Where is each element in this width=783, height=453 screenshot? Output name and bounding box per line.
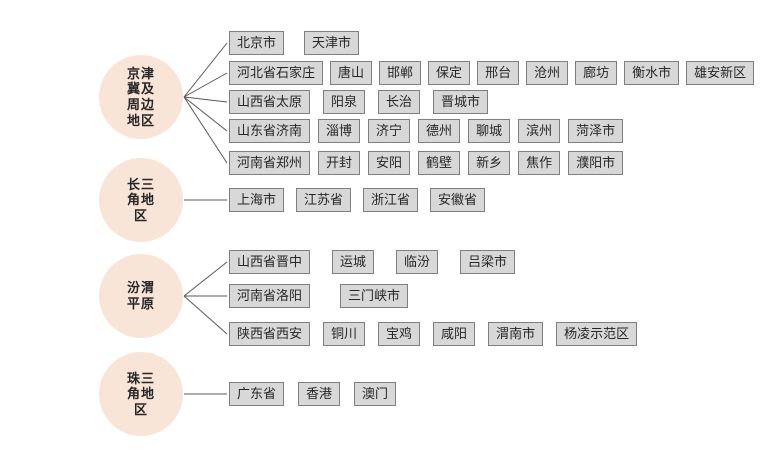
region-box: 济宁: [368, 119, 411, 143]
group-circle-zhusanjiao: 珠三角地区: [99, 352, 183, 436]
region-box: 邢台: [477, 61, 520, 85]
region-box: 上海市: [229, 188, 285, 212]
connector-line: [183, 96, 228, 103]
region-box: 阳泉: [323, 90, 366, 114]
group-label-changsanjiao: 长三角地区: [126, 176, 155, 223]
group-circle-jingjinji: 京津冀及周边地区: [99, 55, 183, 139]
connector-line: [183, 261, 228, 297]
region-box: 菏泽市: [568, 119, 624, 143]
connector-line: [183, 42, 228, 98]
box-row-fenwei-3: 陕西省西安铜川宝鸡咸阳渭南市杨凌示范区: [229, 322, 638, 346]
region-box: 运城: [332, 250, 375, 274]
region-box: 濮阳市: [568, 151, 624, 175]
region-box: 杨凌示范区: [556, 322, 638, 346]
region-box: 宝鸡: [378, 322, 421, 346]
box-row-jingjinji-5: 河南省郑州开封安阳鹤壁新乡焦作濮阳市: [229, 151, 624, 175]
region-box: 新乡: [468, 151, 511, 175]
box-row-jingjinji-3: 山西省太原阳泉长治晋城市: [229, 90, 489, 114]
region-box: 咸阳: [433, 322, 476, 346]
box-row-jingjinji-4: 山东省济南淄博济宁德州聊城滨州菏泽市: [229, 119, 624, 143]
region-box: 广东省: [229, 382, 285, 406]
region-box: 山西省晋中: [229, 250, 311, 274]
region-box: 德州: [418, 119, 461, 143]
region-box: 长治: [378, 90, 421, 114]
connector-line: [183, 72, 228, 98]
region-box: 香港: [298, 382, 341, 406]
connector-line: [183, 96, 228, 132]
region-box: 雄安新区: [686, 61, 755, 85]
region-box: 江苏省: [296, 188, 352, 212]
region-box: 滨州: [518, 119, 561, 143]
region-box: 唐山: [330, 61, 373, 85]
box-row-jingjinji-2: 河北省石家庄唐山邯郸保定邢台沧州廊坊衡水市雄安新区: [229, 61, 755, 85]
region-box: 晋城市: [433, 90, 489, 114]
group-label-fenwei: 汾渭平原: [126, 280, 155, 311]
box-row-fenwei-2: 河南省洛阳 三门峡市: [229, 284, 409, 308]
region-box: 浙江省: [363, 188, 419, 212]
region-box: 陕西省西安: [229, 322, 311, 346]
region-box: 三门峡市: [340, 284, 409, 308]
group-circle-changsanjiao: 长三角地区: [99, 158, 183, 242]
region-box: 河南省洛阳: [229, 284, 311, 308]
region-box: 北京市: [229, 31, 285, 55]
region-box: 天津市: [304, 31, 360, 55]
group-label-zhusanjiao: 珠三角地区: [126, 370, 155, 417]
region-box: 廊坊: [575, 61, 618, 85]
region-box: 临汾: [396, 250, 439, 274]
connector-line: [183, 96, 228, 164]
region-box: 沧州: [526, 61, 569, 85]
region-box: 河南省郑州: [229, 151, 311, 175]
region-box: 开封: [318, 151, 361, 175]
box-row-zhusanjiao-1: 广东省香港澳门: [229, 382, 397, 406]
region-box: 安徽省: [430, 188, 486, 212]
box-row-changsanjiao-1: 上海市江苏省浙江省安徽省: [229, 188, 486, 212]
region-box: 河北省石家庄: [229, 61, 324, 85]
region-box: 聊城: [468, 119, 511, 143]
region-box: 衡水市: [624, 61, 680, 85]
region-box: 保定: [428, 61, 471, 85]
box-row-jingjinji-1: 北京市天津市: [229, 31, 360, 55]
box-row-fenwei-1: 山西省晋中运城临汾吕梁市: [229, 250, 516, 274]
region-box: 吕梁市: [460, 250, 516, 274]
region-box: 山东省济南: [229, 119, 311, 143]
region-box: 澳门: [354, 382, 397, 406]
region-box: 安阳: [368, 151, 411, 175]
region-box: 鹤壁: [418, 151, 461, 175]
group-circle-fenwei: 汾渭平原: [99, 254, 183, 338]
region-box: 焦作: [518, 151, 561, 175]
region-box: 山西省太原: [229, 90, 311, 114]
group-label-jingjinji: 京津冀及周边地区: [126, 65, 155, 128]
region-box: 淄博: [318, 119, 361, 143]
connector-line: [183, 295, 228, 335]
region-box: 渭南市: [488, 322, 544, 346]
region-box: 铜川: [323, 322, 366, 346]
region-box: 邯郸: [379, 61, 422, 85]
